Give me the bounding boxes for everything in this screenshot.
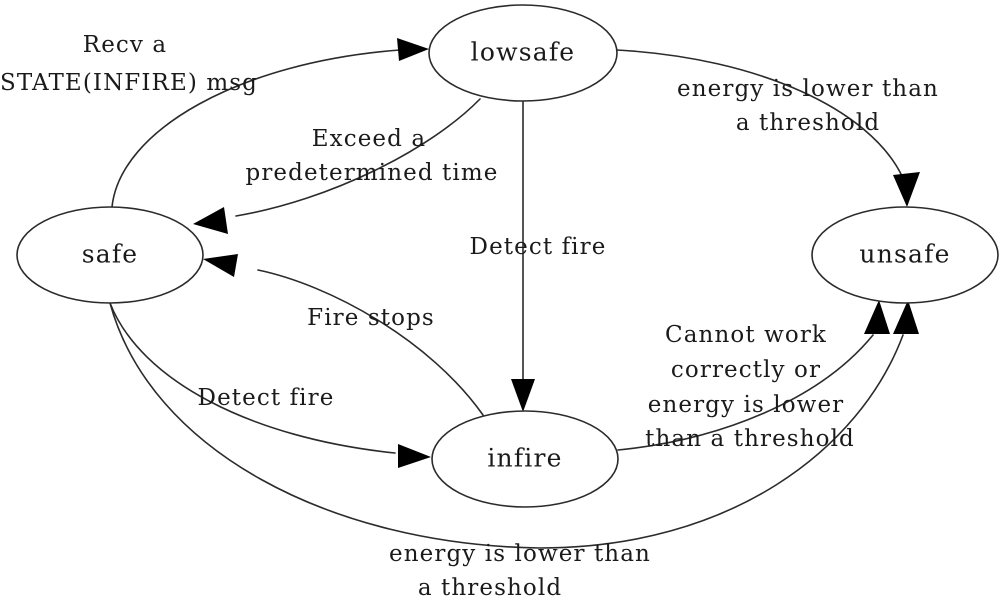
edge-label-recv-line2: STATE(INFIRE) msg: [0, 70, 258, 96]
edge-safe-to-unsafe[interactable]: [109, 300, 919, 549]
node-safe-label: safe: [82, 240, 139, 269]
edge-lowsafe-to-infire[interactable]: [511, 100, 535, 412]
node-unsafe-label: unsafe: [859, 240, 950, 269]
edge-label-detect-fire-center: Detect fire: [470, 234, 607, 260]
edge-infire-to-unsafe[interactable]: [617, 300, 890, 451]
edge-lowsafe-to-safe[interactable]: [193, 98, 481, 234]
edge-safe-to-infire[interactable]: [109, 302, 431, 468]
edge-label-bottom-line1: energy is lower than: [389, 541, 651, 567]
arrow-head-into-safe-upper: [193, 207, 228, 234]
edge-label-exceed-line1: Exceed a: [312, 126, 426, 152]
edge-infire-to-safe[interactable]: [203, 254, 484, 416]
edge-label-cannot-line1: Cannot work: [665, 322, 827, 348]
edge-path-safe-to-unsafe: [109, 302, 904, 549]
node-lowsafe[interactable]: lowsafe: [428, 4, 618, 102]
edge-lowsafe-to-unsafe[interactable]: [616, 49, 920, 207]
edge-label-cannot-line4: than a threshold: [645, 426, 855, 452]
arrow-head-into-infire-left: [398, 444, 431, 468]
edge-path-infire-to-safe: [257, 269, 484, 416]
arrow-head-into-lowsafe: [397, 38, 429, 61]
node-safe[interactable]: safe: [16, 206, 204, 304]
node-lowsafe-shape: [428, 4, 618, 102]
edge-path-infire-to-unsafe: [617, 334, 874, 451]
edge-label-infire-to-unsafe: Cannot work correctly or energy is lower…: [645, 322, 855, 452]
edge-label-fire-stops: Fire stops: [307, 305, 435, 331]
edge-label-lowsafe-unsafe-line2: a threshold: [736, 110, 880, 136]
arrow-head-into-safe-lower: [203, 254, 238, 277]
edge-label-detect-fire-left: Detect fire: [198, 385, 335, 411]
edge-path-lowsafe-to-unsafe: [616, 49, 903, 177]
node-lowsafe-label: lowsafe: [471, 38, 576, 67]
node-unsafe[interactable]: unsafe: [811, 206, 999, 304]
node-unsafe-shape: [811, 206, 999, 304]
edge-path-lowsafe-to-safe: [235, 98, 481, 217]
edge-path-safe-to-infire: [109, 302, 396, 454]
edge-label-lowsafe-unsafe-line1: energy is lower than: [677, 76, 939, 102]
edge-label-safe-to-infire: Detect fire: [198, 385, 335, 411]
edge-safe-to-lowsafe[interactable]: [111, 38, 429, 208]
edge-path-safe-to-lowsafe: [111, 49, 401, 208]
node-infire-label: infire: [487, 444, 562, 473]
edge-label-safe-to-lowsafe: Recv a STATE(INFIRE) msg: [0, 32, 258, 96]
edge-label-safe-to-unsafe: energy is lower than a threshold: [389, 541, 651, 597]
node-infire-shape: [431, 410, 619, 508]
arrow-head-into-unsafe-right: [893, 300, 919, 334]
edge-label-bottom-line2: a threshold: [418, 575, 562, 597]
arrow-head-into-unsafe-top: [893, 172, 920, 207]
arrow-head-into-unsafe-left: [864, 300, 890, 334]
node-safe-shape: [16, 206, 204, 304]
edge-label-exceed-line2: predetermined time: [246, 160, 499, 186]
edge-label-lowsafe-to-infire: Detect fire: [470, 234, 607, 260]
edge-label-infire-to-safe: Fire stops: [307, 305, 435, 331]
node-infire[interactable]: infire: [431, 410, 619, 508]
arrow-head-into-infire-top: [511, 379, 535, 412]
edge-label-recv-line1: Recv a: [83, 32, 167, 58]
edge-label-cannot-line2: correctly or: [671, 357, 821, 383]
edge-label-lowsafe-to-unsafe: energy is lower than a threshold: [677, 76, 939, 136]
edge-label-lowsafe-to-safe: Exceed a predetermined time: [246, 126, 499, 186]
edge-label-cannot-line3: energy is lower: [648, 392, 845, 418]
